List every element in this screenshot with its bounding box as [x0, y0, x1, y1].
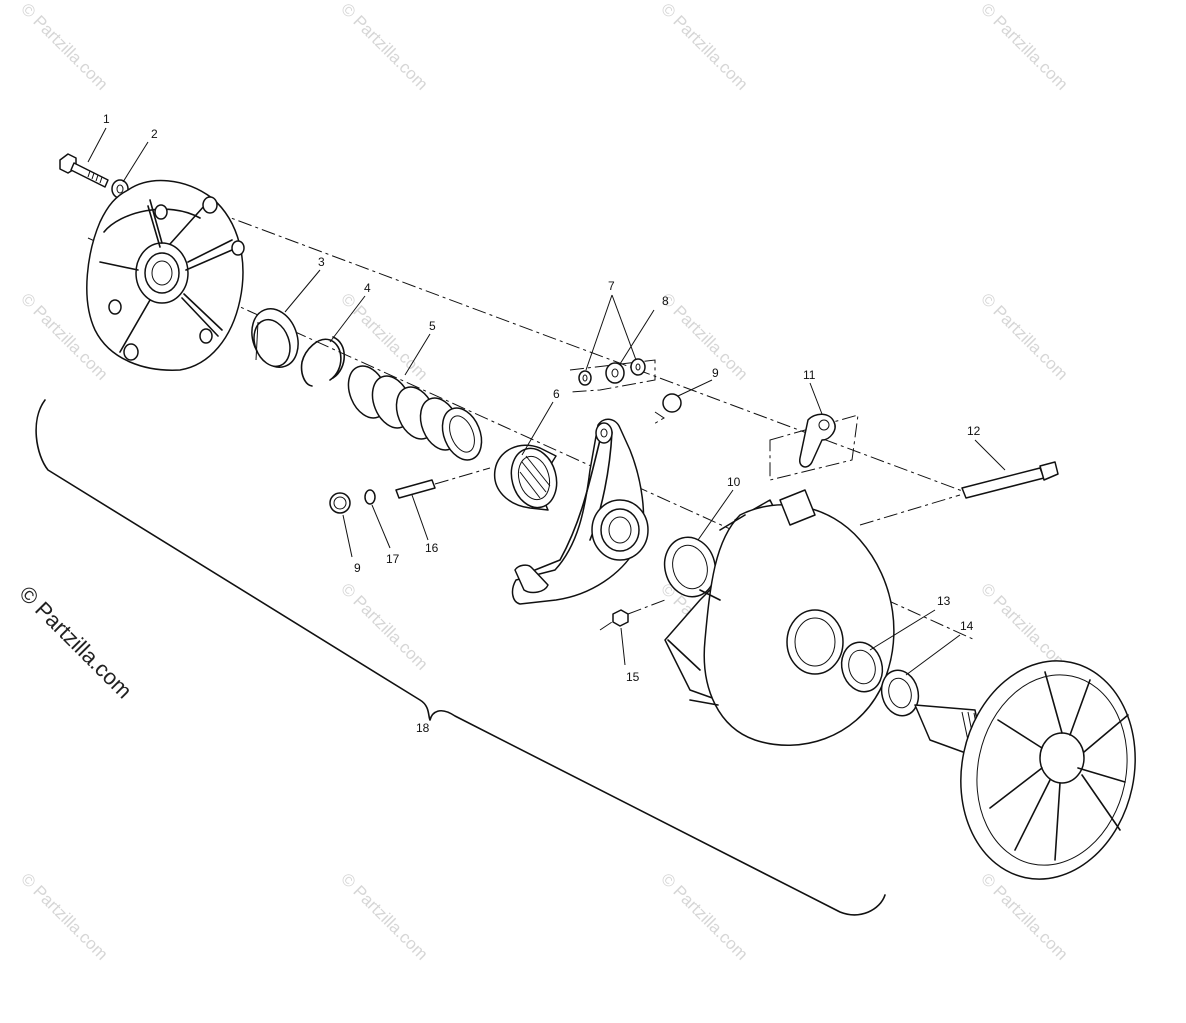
- part-9-cap-right: [651, 393, 682, 426]
- watermark-tile: © Partzilla.com: [337, 869, 431, 963]
- part-16-pin: [395, 467, 491, 499]
- callout-labels: 1 2 3 4 5 6 7 8 9 10 11 12 13 14 15 16 1…: [103, 112, 981, 735]
- assembly-bracket: [35, 399, 886, 916]
- watermark-tile: © Partzilla.com: [337, 289, 431, 383]
- watermark-tile: © Partzilla.com: [977, 0, 1071, 94]
- callout-4: 4: [364, 281, 371, 295]
- callout-5: 5: [429, 319, 436, 333]
- watermark-tile: © Partzilla.com: [977, 579, 1071, 673]
- part-12-pin: [859, 461, 1059, 526]
- callout-16: 16: [425, 541, 439, 555]
- callout-14: 14: [960, 619, 974, 633]
- part-4-snap-ring: [300, 336, 346, 387]
- part-15-nut: [599, 599, 666, 631]
- callout-1: 1: [103, 112, 110, 126]
- callout-13: 13: [937, 594, 951, 608]
- callout-leaders: [87, 127, 1006, 676]
- part-6-cam-bushing: [493, 444, 558, 511]
- part-1-bolt: [59, 153, 109, 188]
- watermark-tile: © Partzilla.com: [657, 0, 751, 94]
- callout-9-right: 9: [712, 366, 719, 380]
- bolt-axis: [214, 211, 966, 493]
- callout-12: 12: [967, 424, 981, 438]
- watermark-side: © Partzilla.com: [14, 581, 137, 704]
- callout-7: 7: [608, 279, 615, 293]
- part-10-ring: [663, 536, 717, 598]
- part-7-8-washers: [569, 358, 656, 393]
- watermark-tile: © Partzilla.com: [17, 0, 111, 94]
- callout-3: 3: [318, 255, 325, 269]
- watermark-tile: © Partzilla.com: [337, 0, 431, 94]
- watermark-tile: © Partzilla.com: [17, 869, 111, 963]
- callout-9-left: 9: [354, 561, 361, 575]
- callout-6: 6: [553, 387, 560, 401]
- part-11-clip: [769, 413, 859, 481]
- watermark-tile: © Partzilla.com: [337, 579, 431, 673]
- part-9-cap-left: [329, 492, 351, 514]
- part-13-bushing: [840, 641, 884, 693]
- callout-11: 11: [803, 368, 816, 382]
- moveable-sheave: [664, 489, 895, 747]
- callout-15: 15: [626, 670, 640, 684]
- watermark-tile: © Partzilla.com: [657, 289, 751, 383]
- watermark-tile: © Partzilla.com: [977, 869, 1071, 963]
- fixed-sheave-shaft: [914, 660, 1136, 880]
- callout-18: 18: [416, 721, 430, 735]
- part-14-washer: [880, 669, 920, 717]
- callout-17: 17: [386, 552, 400, 566]
- part-17-o-ring: [364, 489, 376, 505]
- part-5-spring: [347, 365, 483, 461]
- callout-8: 8: [662, 294, 669, 308]
- part-3-bushing: [251, 308, 299, 368]
- spider-arm: [511, 418, 649, 605]
- callout-10: 10: [727, 475, 741, 489]
- watermark-tile: © Partzilla.com: [977, 289, 1071, 383]
- driven-clutch-cover: [86, 179, 245, 371]
- callout-2: 2: [151, 127, 158, 141]
- watermark-tile: © Partzilla.com: [657, 869, 751, 963]
